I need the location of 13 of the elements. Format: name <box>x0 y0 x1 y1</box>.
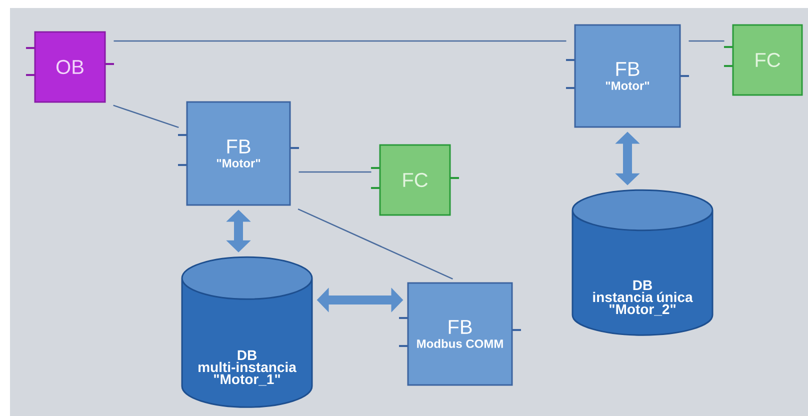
block: FC <box>724 24 803 96</box>
connector-line <box>298 171 372 173</box>
database-cylinder: DB multi-instancia "Motor_1" <box>181 256 313 408</box>
block: FC <box>371 144 459 216</box>
block: FB "Motor" <box>566 24 689 128</box>
connector-line <box>113 104 179 128</box>
database-cylinder: DB instancia única "Motor_2" <box>572 189 714 336</box>
block: OB <box>26 31 114 103</box>
connector-line <box>114 40 566 42</box>
block: FB "Motor" <box>178 101 299 206</box>
connector-line <box>688 40 724 42</box>
block: FB Modbus COMM <box>399 282 521 386</box>
connector-line <box>298 208 453 280</box>
